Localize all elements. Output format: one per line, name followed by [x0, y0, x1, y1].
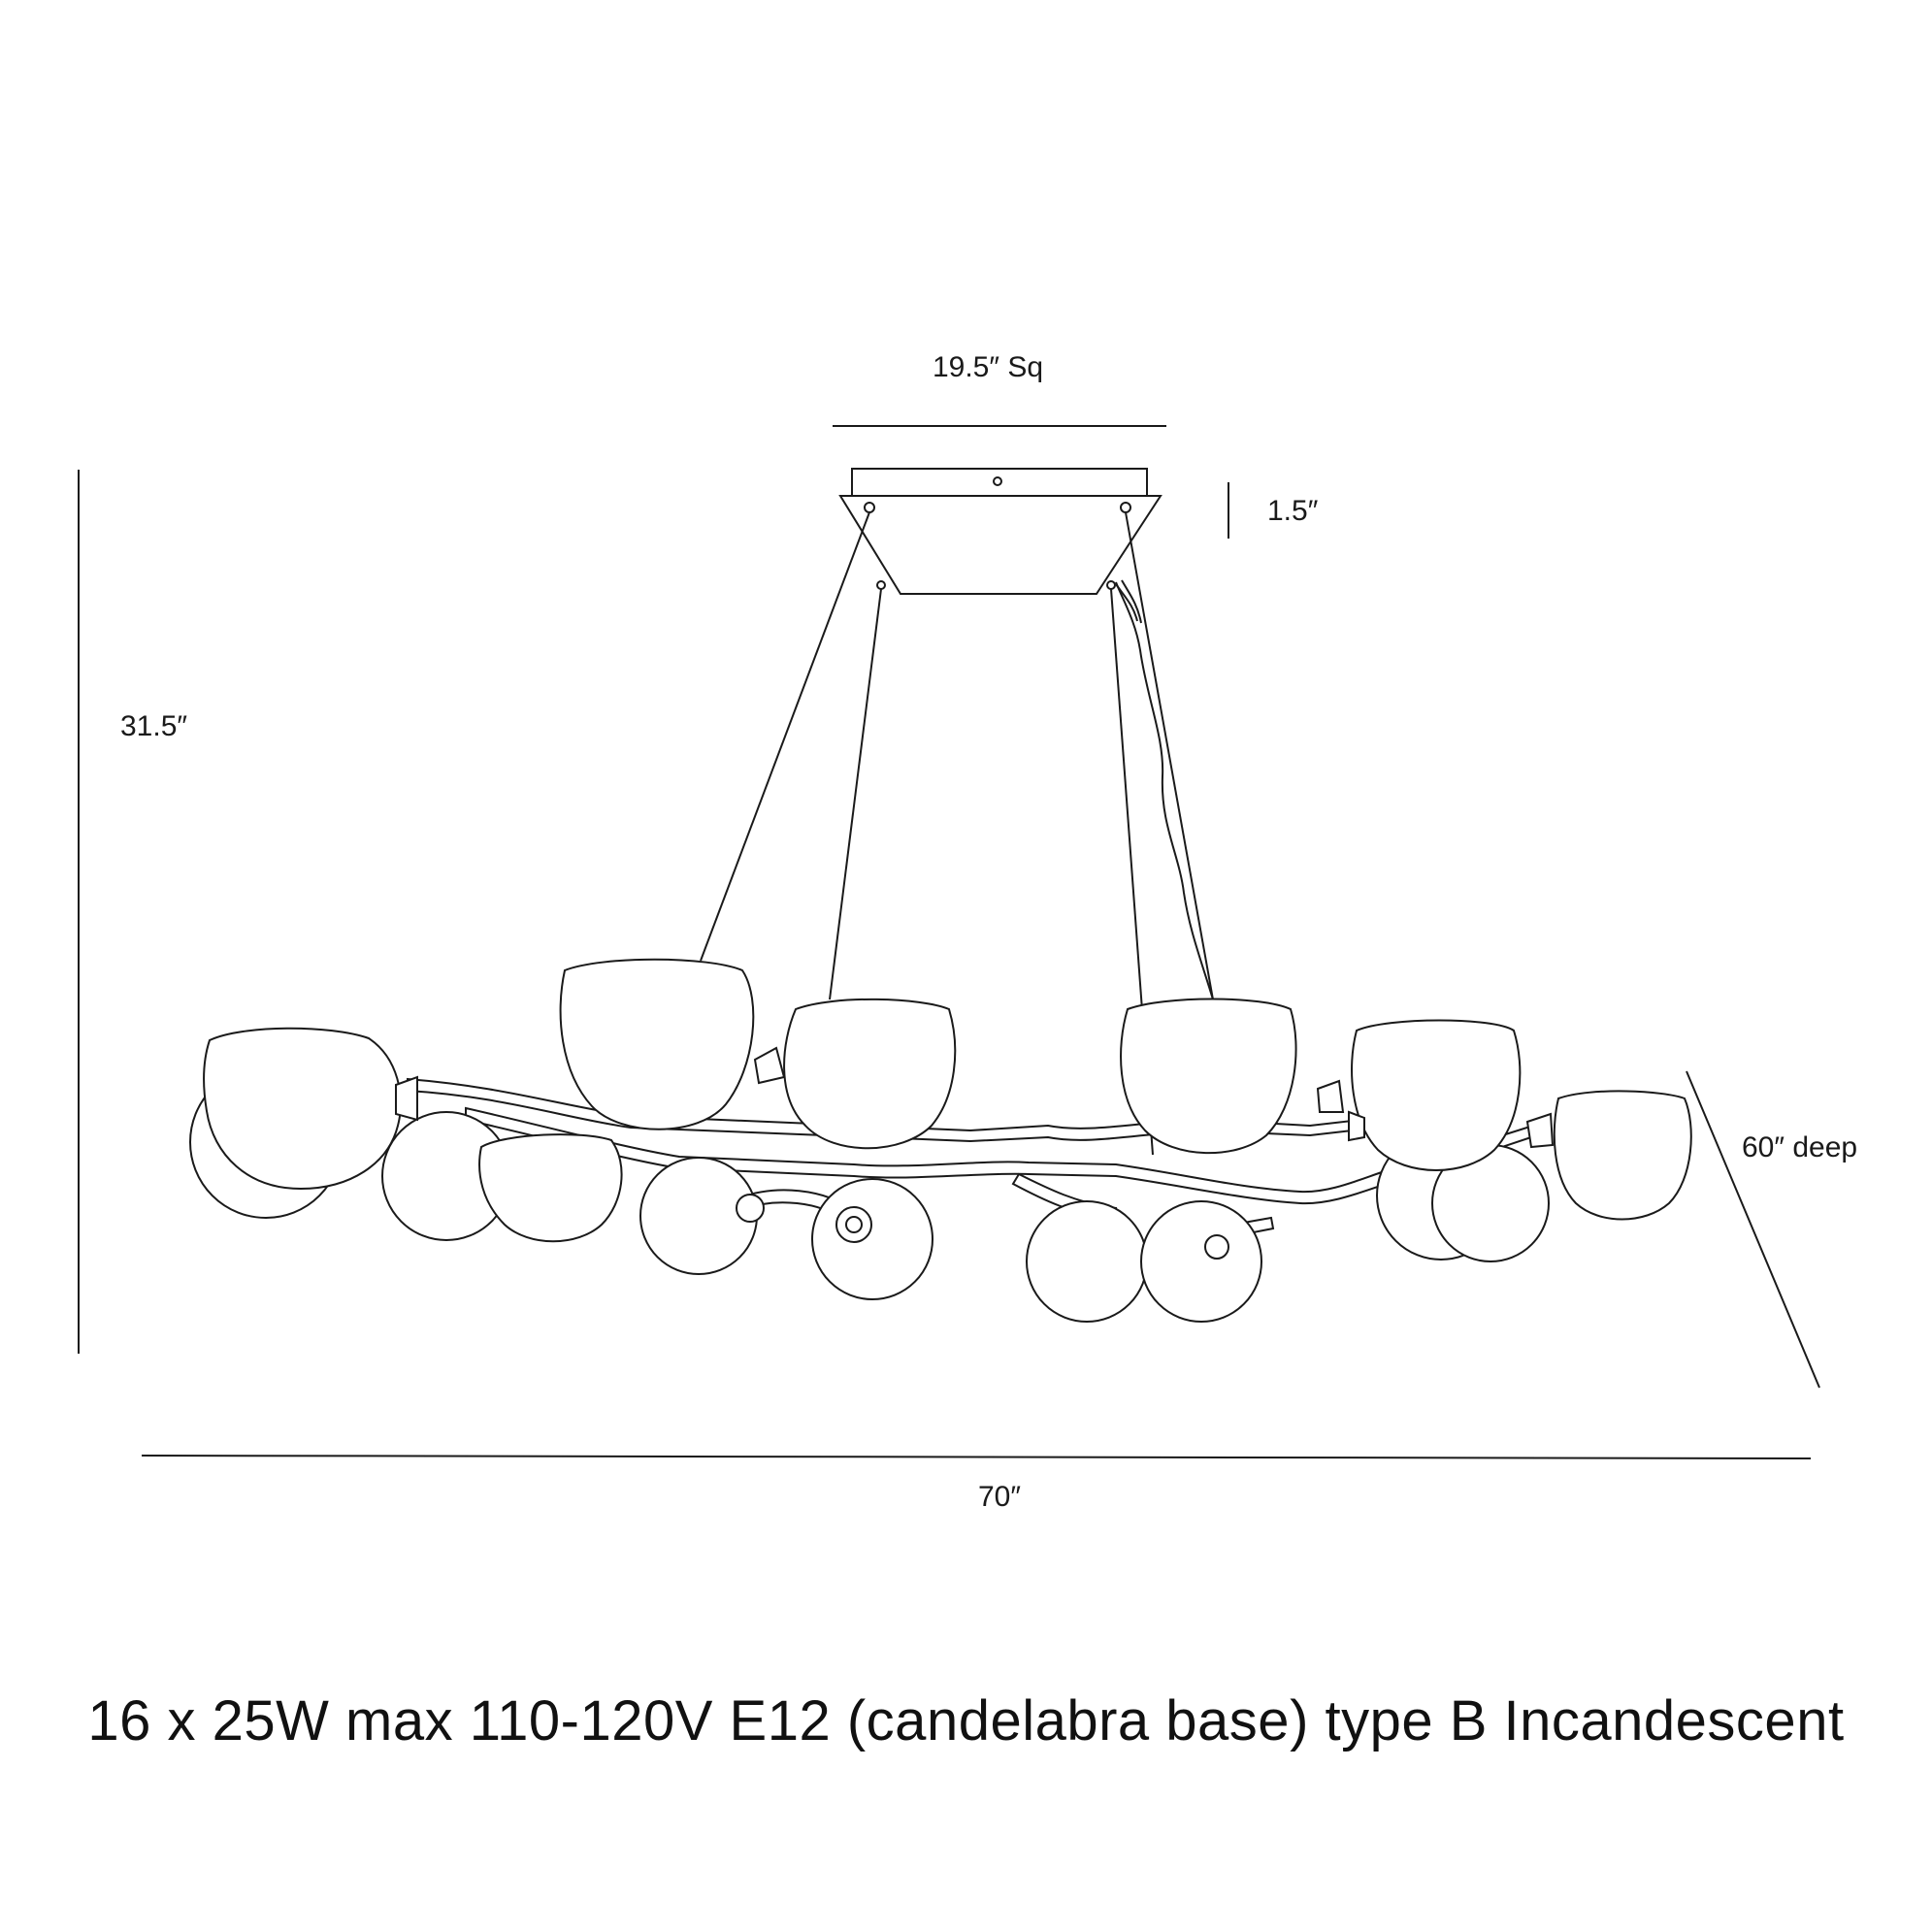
globes-front — [203, 958, 1692, 1243]
globe — [559, 958, 755, 1130]
socket-cup — [1204, 1234, 1229, 1260]
globe — [1140, 1200, 1262, 1323]
mount-screw-center-left — [876, 580, 886, 590]
overall-width-line — [141, 1455, 1812, 1459]
mount-screw-left — [864, 502, 875, 513]
globe — [478, 1133, 623, 1243]
canopy-plate — [838, 495, 1162, 595]
canopy — [838, 468, 1162, 595]
mount-screw-right — [1120, 502, 1131, 513]
depth-label: 60″ deep — [1742, 1131, 1857, 1163]
canopy-width-label: 19.5″ Sq — [933, 351, 1043, 383]
globe — [203, 1027, 402, 1191]
socket-cup — [395, 1075, 418, 1122]
globe — [1553, 1090, 1692, 1221]
socket-cup — [736, 1194, 765, 1223]
socket-cup — [1348, 1110, 1365, 1142]
sockets-back — [736, 1194, 1229, 1260]
cable-left-inner — [829, 588, 882, 1000]
power-cord-loop — [1115, 579, 1142, 624]
cable-right-inner — [1125, 511, 1214, 1000]
globe — [811, 1178, 933, 1300]
globe — [1026, 1200, 1148, 1323]
socket-cup — [753, 1046, 786, 1085]
globe — [1351, 1019, 1522, 1171]
socket-cup — [1525, 1112, 1555, 1149]
cable-left-outer — [700, 511, 870, 962]
canopy-height-label: 1.5″ — [1267, 495, 1319, 527]
bulb-spec: 16 x 25W max 110-120V E12 (candelabra ba… — [87, 1689, 1845, 1752]
dimension-lines — [78, 425, 1820, 1459]
overall-width-label: 70″ — [978, 1481, 1021, 1513]
canopy-hole — [993, 476, 1002, 486]
mount-screw-center-right — [1106, 580, 1116, 590]
socket-cup — [1316, 1079, 1345, 1113]
overall-height-label: 31.5″ — [120, 710, 187, 742]
sockets-front — [395, 1046, 1555, 1149]
globe — [783, 998, 957, 1150]
depth-line — [1686, 1070, 1820, 1389]
power-cord — [1115, 581, 1214, 1000]
socket-cup — [845, 1216, 863, 1233]
globe — [1120, 998, 1297, 1155]
